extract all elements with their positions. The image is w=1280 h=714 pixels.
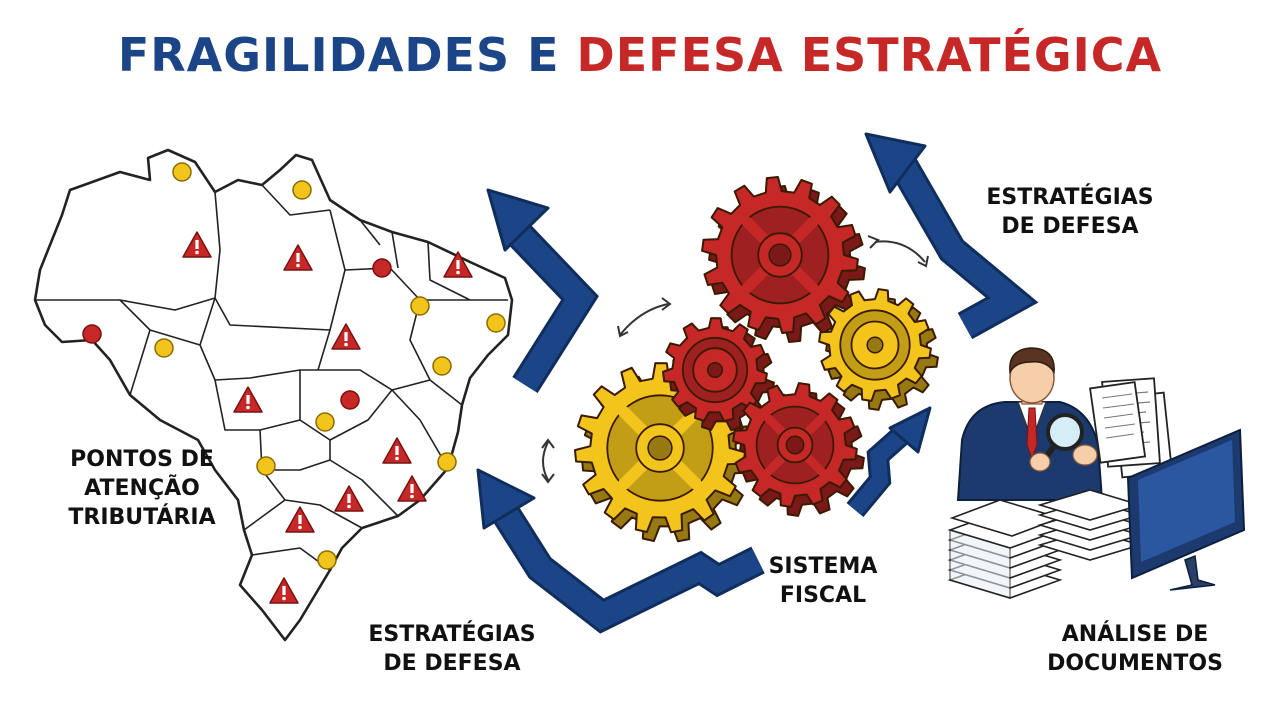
label-line: DE DEFESA — [383, 651, 521, 676]
label-line: SISTEMA — [768, 554, 878, 579]
rotation-arrow-icon — [617, 325, 629, 338]
label-line: PONTOS DE — [70, 447, 214, 472]
brazil-map — [33, 148, 514, 642]
marker-yellow-dot — [432, 356, 452, 376]
gear-icon — [574, 362, 753, 543]
marker-red-dot — [372, 258, 392, 278]
paper-stack-middle — [1037, 489, 1143, 561]
map-markers — [82, 162, 506, 604]
rotation-arrow-icon — [541, 438, 555, 449]
marker-yellow-dot — [317, 550, 337, 570]
label-line: DE DEFESA — [1001, 214, 1139, 239]
rotation-arrow-icon — [661, 297, 672, 311]
gear-cluster — [574, 176, 939, 543]
label-line: ESTRATÉGIAS — [368, 622, 536, 647]
label-line: FISCAL — [779, 583, 867, 608]
label-line: TRIBUTÁRIA — [68, 505, 216, 530]
arrow-top-right — [864, 132, 1039, 340]
marker-red-dot — [82, 324, 102, 344]
label-line: ESTRATÉGIAS — [986, 185, 1154, 210]
rotation-arrow-icon — [874, 240, 926, 263]
label-line: ANÁLISE DE — [1061, 622, 1209, 647]
gear-icon — [732, 382, 865, 517]
paper-stack-left — [947, 499, 1063, 600]
rotation-arrow-icon — [867, 235, 880, 249]
marker-yellow-dot — [256, 456, 276, 476]
computer-monitor — [1126, 428, 1246, 591]
marker-yellow-dot — [315, 412, 335, 432]
label-pontos-atencao: PONTOS DE ATENÇÃO TRIBUTÁRIA — [42, 445, 242, 532]
marker-yellow-dot — [410, 296, 430, 316]
marker-yellow-dot — [437, 452, 457, 472]
brazil-outline — [33, 148, 514, 642]
title-part-1: FRAGILIDADES E — [117, 28, 560, 82]
label-estrategias-top: ESTRATÉGIAS DE DEFESA — [970, 183, 1170, 241]
gear-icon — [701, 176, 866, 343]
analyst-person — [956, 347, 1147, 501]
marker-red-dot — [340, 390, 360, 410]
rotation-arrow-icon — [541, 473, 555, 484]
arrow-up-left — [486, 188, 599, 394]
rotation-arrows — [541, 235, 929, 484]
marker-yellow-dot — [154, 338, 174, 358]
gear-icon — [818, 288, 939, 411]
label-line: DOCUMENTOS — [1047, 651, 1223, 676]
title-part-2: DEFESA ESTRATÉGICA — [576, 28, 1163, 82]
label-line: ATENÇÃO — [84, 476, 200, 501]
marker-yellow-dot — [486, 313, 506, 333]
marker-yellow-dot — [292, 180, 312, 200]
page-title: FRAGILIDADES E DEFESA ESTRATÉGICA — [0, 28, 1280, 82]
label-sistema-fiscal: SISTEMA FISCAL — [748, 552, 898, 610]
rotation-arrow-icon — [542, 441, 549, 481]
analyst-illustration — [947, 347, 1246, 600]
label-analise-documentos: ANÁLISE DE DOCUMENTOS — [1025, 620, 1245, 678]
label-estrategias-bottom: ESTRATÉGIAS DE DEFESA — [352, 620, 552, 678]
rotation-arrow-icon — [619, 303, 669, 336]
arrow-small-right — [846, 406, 932, 518]
rotation-arrow-icon — [917, 255, 929, 268]
blue-arrows — [476, 132, 1039, 634]
marker-yellow-dot — [172, 162, 192, 182]
arrow-bottom — [476, 468, 765, 634]
